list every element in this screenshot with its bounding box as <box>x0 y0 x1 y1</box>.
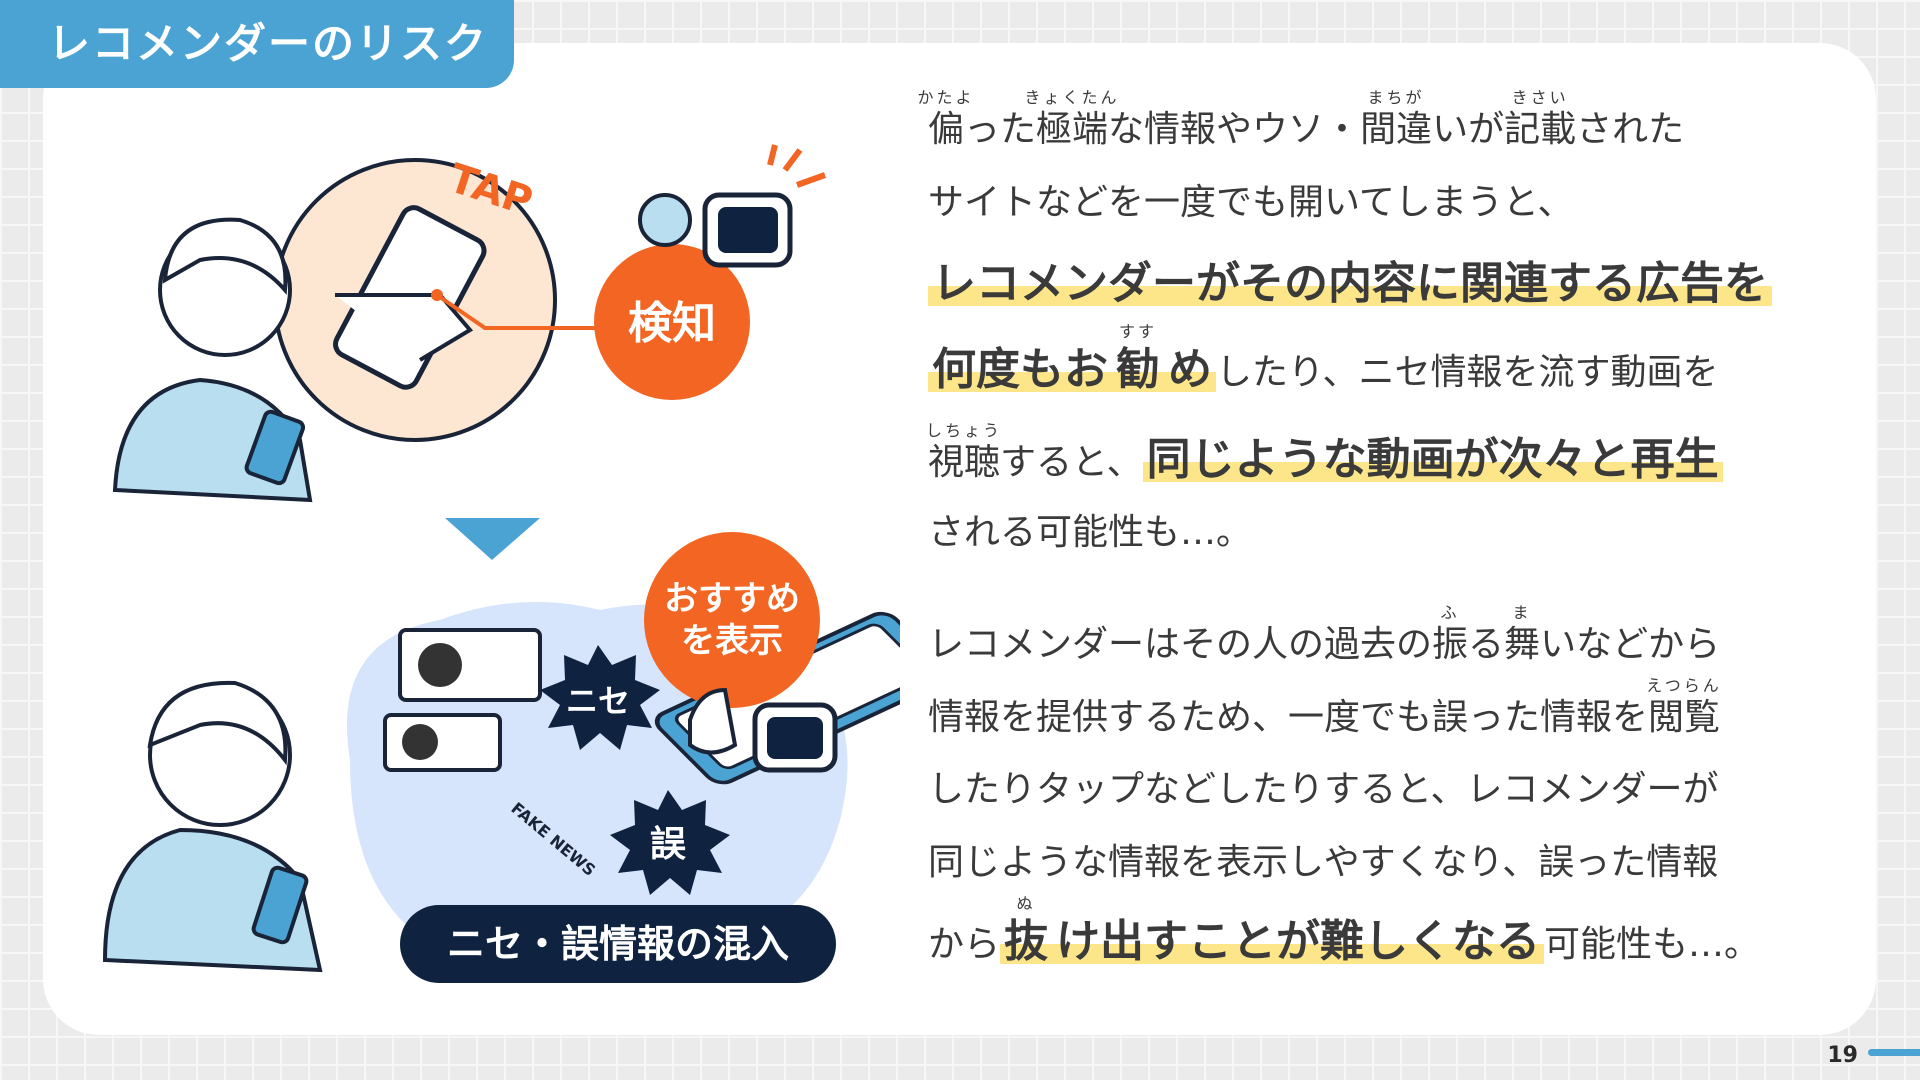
caption-label: ニセ・誤情報の混入 <box>447 922 789 966</box>
furigana: きさい <box>1511 88 1569 107</box>
detect-badge <box>594 244 750 400</box>
body-text: 視聴しちょう <box>925 421 1003 483</box>
fake-badge: ニセ <box>566 682 630 720</box>
furigana: きょくたん <box>1024 88 1120 107</box>
text-line: レコメンダーはその人の過去の振ふる舞まいなどから <box>928 603 1721 665</box>
recommend-label-1: おすすめ <box>664 579 800 619</box>
body-text: いなどから <box>1540 624 1721 665</box>
highlighted-text: め <box>1164 348 1216 392</box>
body-text: から <box>928 924 1001 965</box>
worried-person-top <box>112 217 313 503</box>
page-number-bar <box>1868 1049 1920 1056</box>
body-text: 舞ま <box>1504 603 1541 665</box>
furigana: まちが <box>1367 88 1425 107</box>
body-text: 極端きょくたん <box>1024 88 1120 150</box>
body-text: 同じような情報を表示しやすくなり、誤った情報 <box>928 842 1719 883</box>
worried-person-bottom <box>102 680 323 973</box>
furigana: ふ <box>1440 603 1460 622</box>
furigana: すす <box>1118 322 1158 341</box>
body-text: 振ふ <box>1432 603 1469 665</box>
text-line: 偏かたよった極端きょくたんな情報やウソ・間違まちがいが記載きさいされた <box>917 88 1685 150</box>
body-text: 閲覧えつらん <box>1646 676 1722 738</box>
error-starburst <box>610 790 730 895</box>
body-text: 情報を提供するため、一度でも誤った情報を <box>928 697 1649 738</box>
robot-thumbs-up-icon <box>688 687 838 773</box>
text-line: したりタップなどしたりすると、レコメンダーが <box>928 772 1719 808</box>
text-line: 何度もお勧すすめしたり、ニセ情報を流す動画を <box>928 324 1719 393</box>
page-title: レコメンダーのリスク <box>0 0 514 88</box>
recommend-label-2: を表示 <box>681 621 783 661</box>
text-line: から抜ぬけ出すことが難しくなる可能性も…。 <box>928 896 1761 965</box>
body-text: る <box>1468 624 1505 665</box>
text-line: 視聴しちょうすると、同じような動画が次々と再生 <box>925 421 1723 483</box>
page-number: 19 <box>1827 1043 1858 1068</box>
text-line: レコメンダーがその内容に関連する広告を <box>928 262 1772 306</box>
body-text: 可能性も…。 <box>1544 924 1761 965</box>
robot-magnifier-icon <box>638 144 827 268</box>
error-badge: 誤 <box>650 824 686 865</box>
highlighted-text: レコメンダーがその内容に関連する広告を <box>928 262 1772 306</box>
fake-starburst <box>540 645 660 750</box>
body-text: 記載きさい <box>1504 88 1577 150</box>
furigana: しちょう <box>925 421 1003 440</box>
body-text: な情報やウソ・ <box>1108 109 1361 150</box>
body-text: したりタップなどしたりすると、レコメンダーが <box>928 769 1719 810</box>
detect-label: 検知 <box>628 298 716 349</box>
body-text: したり、ニセ情報を流す動画を <box>1216 352 1719 393</box>
down-arrow-icon <box>445 518 540 560</box>
furigana: ま <box>1512 603 1532 622</box>
illustration: TAP 検知 FAKE NEWS ニセ 誤 おすすめ を表示 ニセ・誤情報の混入 <box>102 144 900 983</box>
body-text: いが <box>1432 109 1505 150</box>
highlighted-text: 何度もお <box>928 348 1112 392</box>
recommend-badge <box>644 532 820 708</box>
text-line: 同じような情報を表示しやすくなり、誤った情報 <box>928 845 1718 881</box>
body-text: 偏かたよ <box>917 88 975 150</box>
body-text: った <box>964 109 1037 150</box>
body-text: サイトなどを一度でも開いてしまうと、 <box>928 182 1574 223</box>
body-text: される可能性も…。 <box>928 512 1253 553</box>
chat-bubbles <box>383 628 542 772</box>
text-line: 情報を提供するため、一度でも誤った情報を閲覧えつらん <box>928 676 1722 738</box>
highlighted-text: 同じような動画が次々と再生 <box>1142 438 1723 482</box>
highlighted-text: 勧すす <box>1112 324 1164 392</box>
furigana: えつらん <box>1646 676 1722 695</box>
body-text: された <box>1576 109 1685 150</box>
highlighted-text: 抜ぬ <box>1000 896 1053 964</box>
furigana: ぬ <box>1016 894 1036 913</box>
text-line: される可能性も…。 <box>928 515 1252 551</box>
furigana: かたよ <box>917 88 975 107</box>
body-text: すると、 <box>1000 442 1143 483</box>
caption-pill <box>400 905 836 983</box>
text-line: サイトなどを一度でも開いてしまうと、 <box>928 185 1573 221</box>
body-text: レコメンダーはその人の過去の <box>928 624 1433 665</box>
highlighted-text: け出すことが難しくなる <box>1052 920 1545 964</box>
body-text: 間違まちが <box>1360 88 1433 150</box>
